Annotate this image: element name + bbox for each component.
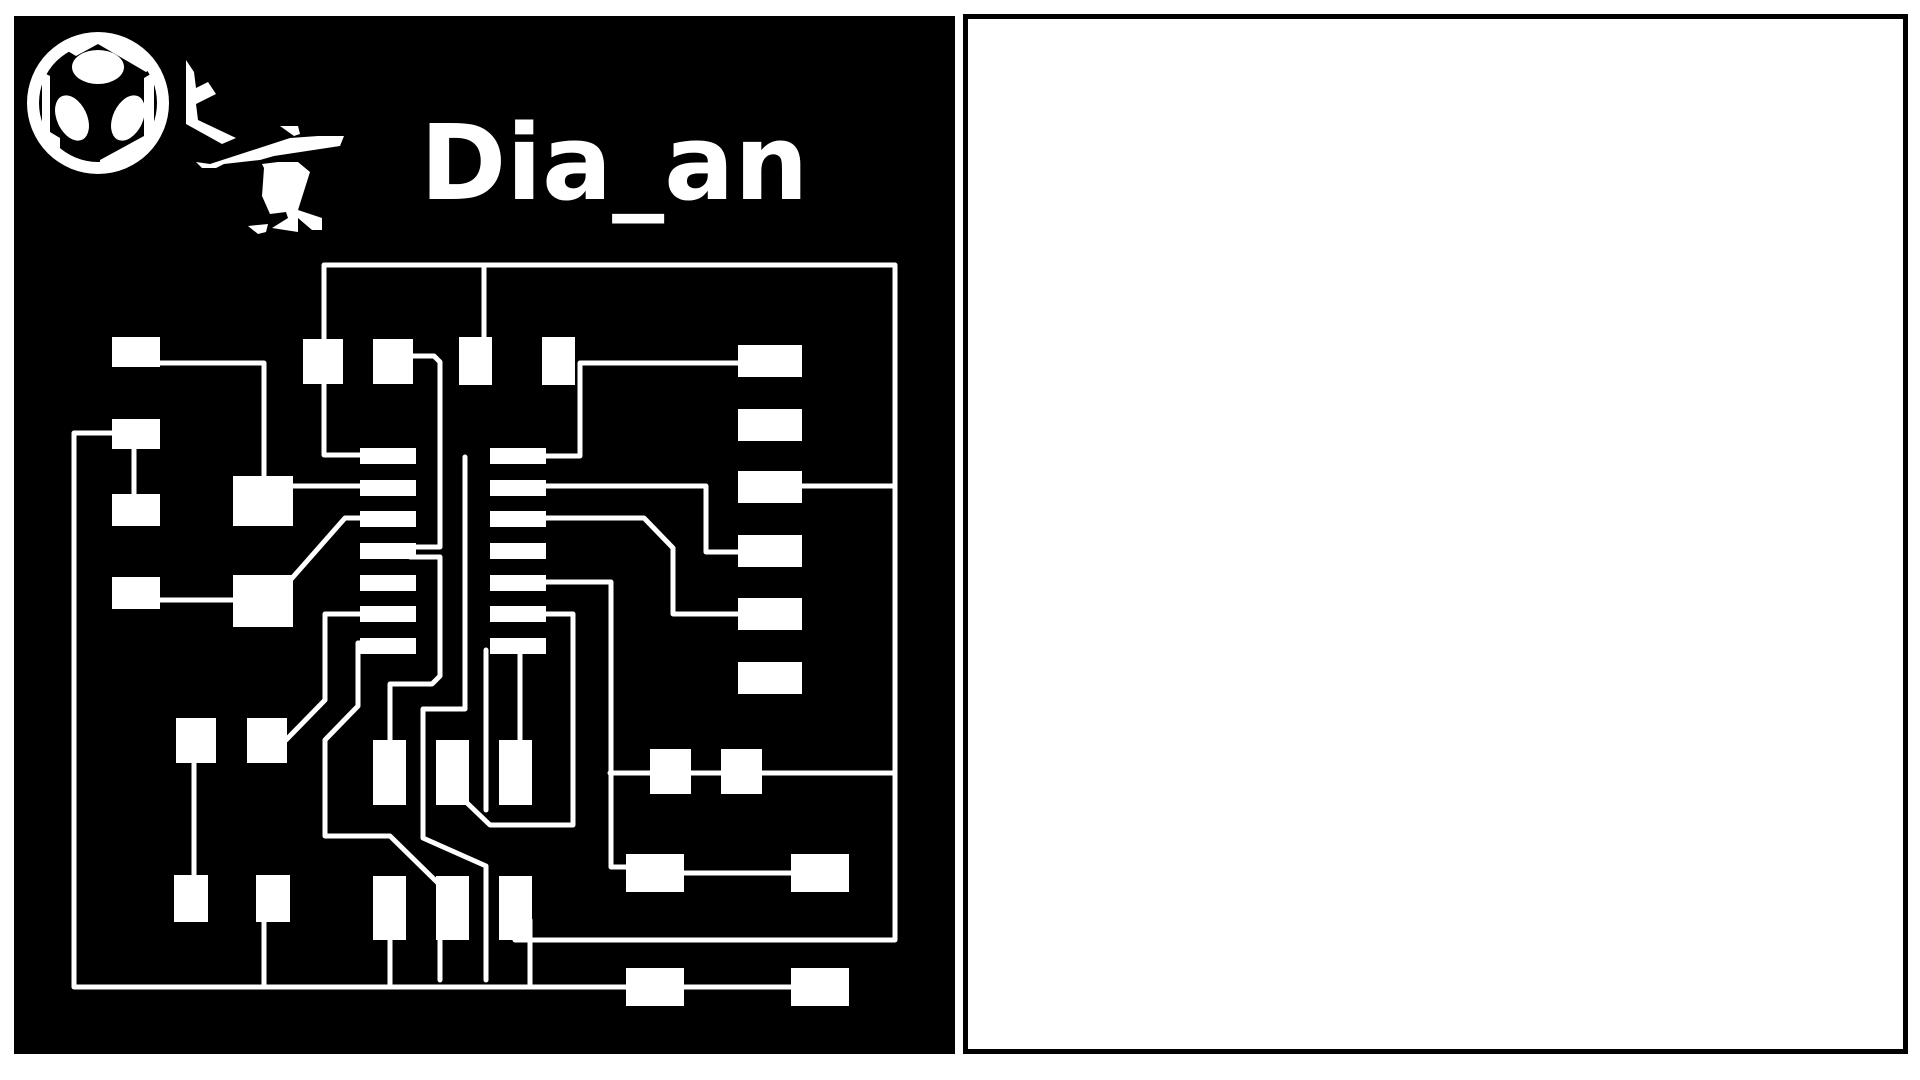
ic-pad (490, 575, 546, 591)
header-pad (738, 535, 802, 567)
copper-traces (71, 262, 898, 990)
pad (174, 875, 208, 922)
pad (176, 718, 216, 763)
pad (499, 876, 532, 940)
pad (256, 875, 290, 922)
pad (626, 854, 684, 892)
ic-pad (360, 448, 416, 464)
pad (373, 740, 406, 805)
pad (303, 339, 343, 384)
ic-pad (360, 543, 416, 559)
pad (112, 577, 160, 609)
ic-pad (490, 606, 546, 622)
ic-pad (360, 575, 416, 591)
pad (459, 337, 492, 385)
recycle-logo (27, 32, 169, 174)
pad (233, 575, 293, 627)
pad (373, 876, 406, 940)
ic-pad (490, 480, 546, 496)
ic-pad (490, 511, 546, 527)
ic-pad (490, 638, 546, 654)
trace-outer-loop (321, 262, 898, 943)
pad (247, 718, 287, 763)
header-pad (738, 662, 802, 694)
pad (436, 876, 469, 940)
pad (373, 339, 413, 384)
hanzi-calligraphy-logo (186, 60, 344, 234)
header-pad (738, 471, 802, 503)
header-pad (738, 598, 802, 630)
ic-pad (490, 448, 546, 464)
pad (650, 749, 691, 794)
pad (721, 749, 762, 794)
pad (112, 419, 160, 449)
pad (112, 337, 160, 367)
ic-pad (360, 606, 416, 622)
ic-pad (360, 480, 416, 496)
blank-canvas-panel (963, 14, 1908, 1054)
component-pads (112, 337, 849, 1006)
pad (791, 854, 849, 892)
pad (542, 337, 575, 385)
pad (436, 740, 469, 805)
header-pad (738, 345, 802, 377)
board-title: Dia_an (420, 102, 808, 224)
pad (499, 740, 532, 805)
pad (791, 968, 849, 1006)
ic-pad (490, 543, 546, 559)
header-pad (738, 409, 802, 441)
pad (112, 494, 160, 526)
ic-pad (360, 511, 416, 527)
pad (233, 476, 293, 526)
ic-pad (360, 638, 416, 654)
pad (626, 968, 684, 1006)
